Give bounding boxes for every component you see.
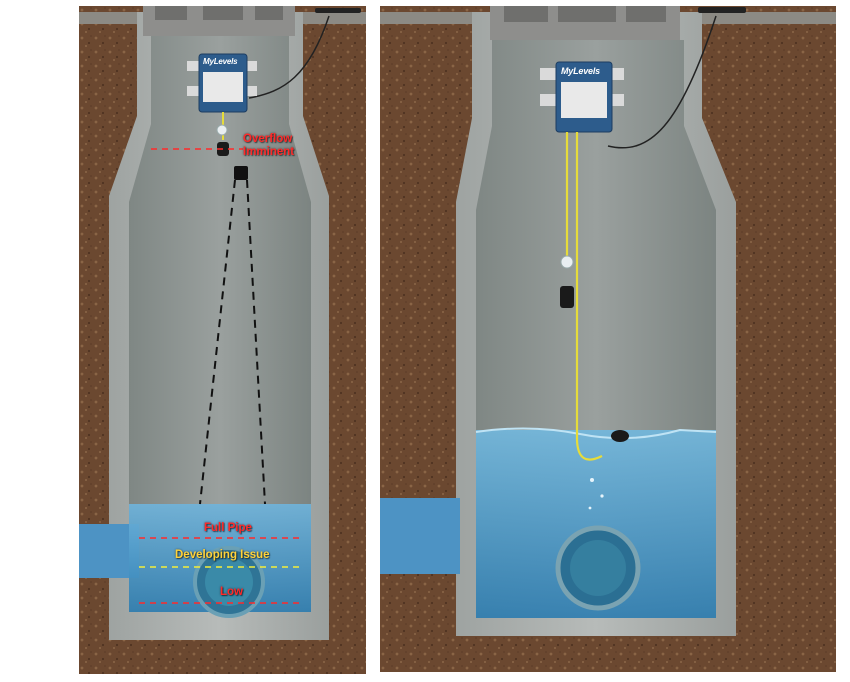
antenna-cable (248, 15, 330, 99)
antenna-cable (607, 15, 717, 149)
float-switch-clear (216, 124, 228, 136)
device-brand-label: MyLevels (561, 66, 600, 76)
ultrasonic-sensor (234, 166, 248, 180)
antenna (315, 8, 361, 13)
float-switch (560, 286, 574, 308)
left-manhole-diagram: MyLevels Overflow Imminent Full Pipe Dev… (79, 6, 366, 674)
full-pipe-label: Full Pipe (204, 522, 252, 534)
float-switch-clear (560, 255, 574, 269)
right-manhole-diagram: MyLevels (380, 6, 836, 672)
developing-issue-label: Developing Issue (175, 549, 270, 561)
antenna (698, 7, 746, 13)
low-label: Low (220, 586, 243, 598)
beam-right (246, 179, 266, 505)
right-manhole-illustration (380, 6, 836, 672)
bubbles (590, 478, 594, 482)
device-brand-label: MyLevels (203, 57, 238, 66)
beam-left (199, 179, 236, 505)
overflow-imminent-label: Overflow Imminent (243, 133, 295, 158)
floating-float (611, 430, 629, 442)
left-manhole-illustration (79, 6, 366, 674)
inlet-pipe (380, 498, 460, 574)
